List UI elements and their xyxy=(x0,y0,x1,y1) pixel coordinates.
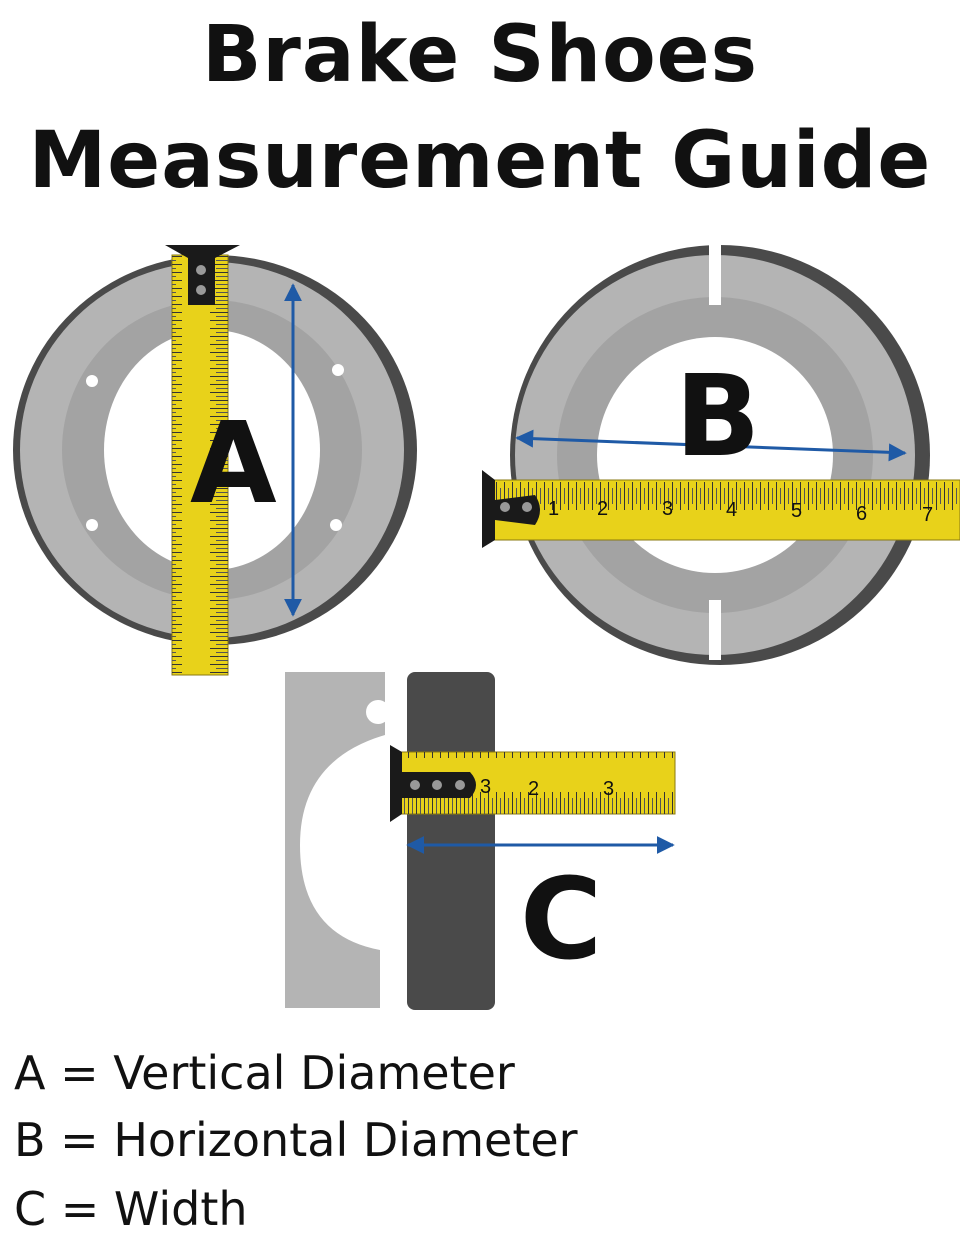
label-a: A xyxy=(190,399,277,529)
tape-measure-a xyxy=(165,245,240,676)
tape-c-number: 3 xyxy=(603,778,614,800)
title-line-2: Measurement Guide xyxy=(28,116,932,206)
tape-b-number: 3 xyxy=(662,498,673,520)
tape-b-number: 4 xyxy=(726,499,737,521)
title-line-1: Brake Shoes xyxy=(201,10,758,100)
arrow-b xyxy=(515,429,907,462)
tape-b-number: 1 xyxy=(548,498,559,520)
tape-measure-b: 1 2 3 4 5 6 7 xyxy=(482,470,960,548)
tape-b-number: 5 xyxy=(791,500,802,522)
tape-measure-c: 3 2 3 xyxy=(390,745,676,822)
tape-c-number: 3 xyxy=(480,776,491,798)
tape-b-number: 2 xyxy=(597,498,608,520)
brake-shoe-c-side xyxy=(285,672,495,1010)
legend-a: A = Vertical Diameter xyxy=(14,1046,515,1100)
measurement-illustration: A B 1 2 3 4 5 6 7 3 2 3 C xyxy=(13,245,960,1010)
label-c: C xyxy=(520,855,602,985)
legend-b: B = Horizontal Diameter xyxy=(14,1113,578,1167)
tape-b-number: 6 xyxy=(856,503,867,525)
legend-c: C = Width xyxy=(14,1182,248,1236)
label-b: B xyxy=(675,352,760,482)
tape-b-number: 7 xyxy=(922,504,933,526)
tape-c-number: 2 xyxy=(528,778,539,800)
lining-c xyxy=(407,672,495,1010)
